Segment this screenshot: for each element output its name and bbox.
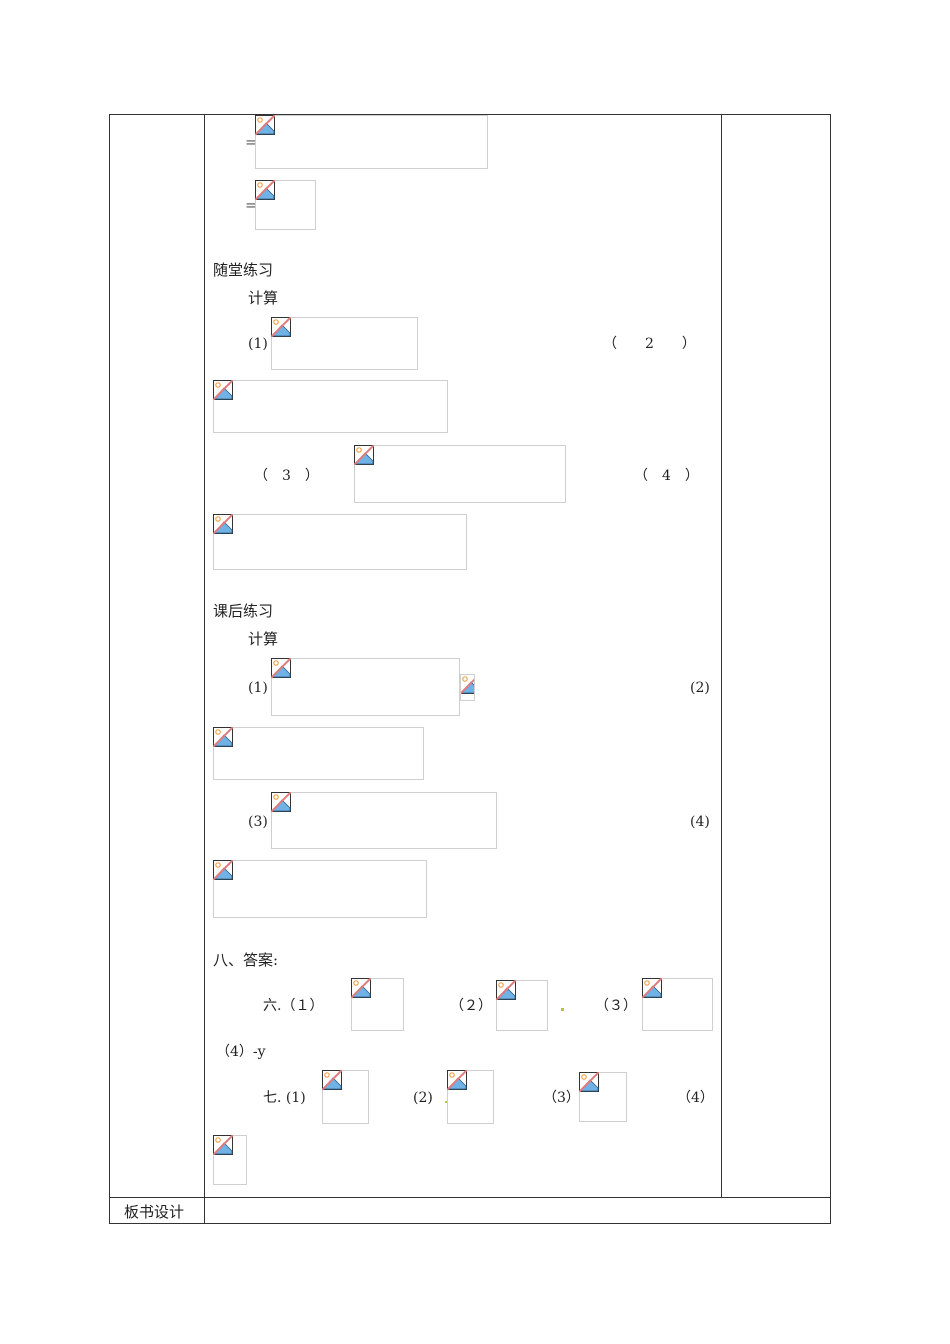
- formula-image: [271, 658, 460, 716]
- formula-image-small: [460, 674, 475, 701]
- equals-sign: =: [245, 196, 258, 214]
- table-col-divider-1: [204, 114, 205, 1224]
- broken-image-icon: [213, 380, 233, 400]
- problem-label: (3): [248, 814, 268, 830]
- board-design-label: 板书设计: [124, 1203, 185, 1221]
- stray-mark: [445, 1101, 447, 1103]
- broken-image-icon: [271, 317, 291, 337]
- answer-label: (2): [413, 1090, 433, 1106]
- table-border-left: [109, 114, 110, 1224]
- formula-image: [213, 727, 424, 780]
- formula-image: [213, 860, 427, 918]
- answer-image: [447, 1070, 494, 1124]
- problem-label: （ 3 ）: [254, 468, 319, 484]
- answer-label: 六.（１）: [263, 998, 324, 1014]
- section-heading: 八、答案:: [213, 951, 279, 969]
- answer-label: （4）: [677, 1090, 714, 1106]
- broken-image-icon: [579, 1072, 599, 1092]
- formula-image: [255, 180, 316, 230]
- answer-image: [496, 980, 548, 1031]
- formula-image: [271, 317, 418, 370]
- formula-image: [255, 115, 488, 169]
- equals-sign: =: [245, 133, 258, 151]
- broken-image-icon: [642, 978, 662, 998]
- problem-label: (1): [248, 680, 268, 696]
- broken-image-icon: [322, 1070, 342, 1090]
- answer-image: [642, 978, 713, 1031]
- broken-image-icon: [213, 1135, 233, 1155]
- table-col-divider-2: [721, 114, 722, 1197]
- answer-label: （4）-y: [216, 1044, 266, 1060]
- instruction: 计算: [248, 289, 279, 307]
- section-heading: 课后练习: [213, 602, 274, 620]
- answer-label: （２）: [450, 998, 492, 1014]
- broken-image-icon: [213, 727, 233, 747]
- formula-image: [354, 445, 566, 503]
- broken-image-icon: [271, 792, 291, 812]
- table-border-right: [830, 114, 831, 1224]
- table-border-top: [109, 114, 831, 115]
- broken-image-icon: [460, 674, 475, 694]
- broken-image-icon: [213, 514, 233, 534]
- answer-image: [213, 1135, 247, 1185]
- section-heading: 随堂练习: [213, 261, 274, 279]
- answer-image: [322, 1070, 369, 1124]
- broken-image-icon: [351, 978, 371, 998]
- table-row-divider: [109, 1197, 831, 1198]
- answer-image: [351, 978, 404, 1031]
- stray-mark: [561, 1008, 564, 1011]
- answer-image: [579, 1072, 627, 1122]
- broken-image-icon: [213, 860, 233, 880]
- problem-label: (4): [690, 814, 710, 830]
- problem-label: (2): [690, 680, 710, 696]
- broken-image-icon: [255, 180, 275, 200]
- problem-label: (1): [248, 336, 268, 352]
- broken-image-icon: [271, 658, 291, 678]
- formula-image: [271, 792, 497, 849]
- table-border-bottom: [109, 1223, 831, 1224]
- broken-image-icon: [255, 115, 275, 135]
- answer-label: 七. (1): [263, 1090, 306, 1106]
- answer-label: （３）: [595, 998, 637, 1014]
- broken-image-icon: [496, 980, 516, 1000]
- broken-image-icon: [354, 445, 374, 465]
- formula-image: [213, 514, 467, 570]
- instruction: 计算: [248, 630, 279, 648]
- problem-label: （ 2 ）: [603, 336, 696, 352]
- answer-label: （3）: [543, 1090, 580, 1106]
- problem-label: （ 4 ）: [634, 468, 699, 484]
- formula-image: [213, 380, 448, 433]
- broken-image-icon: [447, 1070, 467, 1090]
